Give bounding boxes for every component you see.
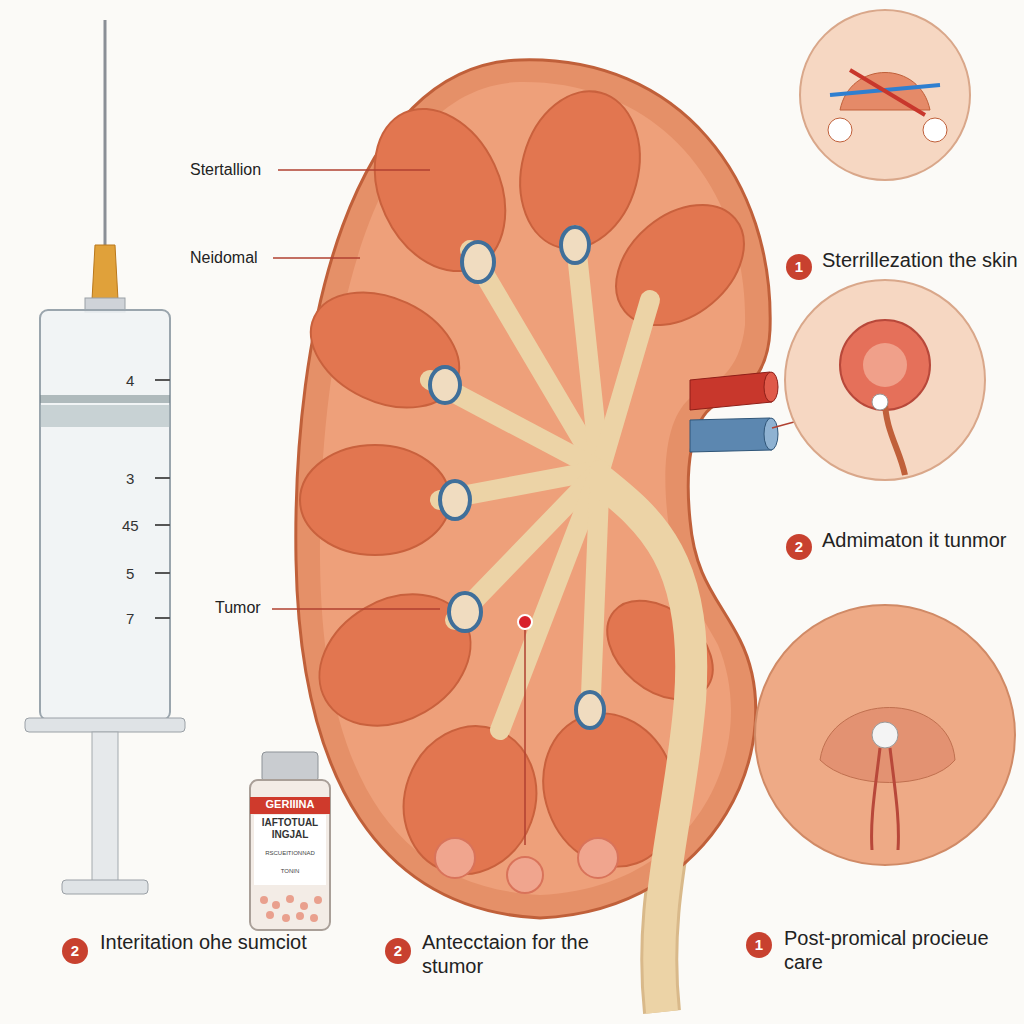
part-label: Neidomal — [190, 248, 280, 267]
kidney-outline — [296, 60, 770, 918]
inset-tumor — [785, 280, 985, 480]
inset-care — [755, 605, 1015, 865]
vial-granules — [260, 895, 322, 922]
vial-body — [250, 780, 330, 930]
callout-number: 2 — [385, 938, 411, 964]
tumor-dot — [518, 615, 532, 629]
step-text: Post-promical procieue care — [784, 926, 1014, 974]
callout-number: 2 — [786, 534, 812, 560]
plunger-thumb — [62, 880, 148, 894]
vial-band — [250, 797, 330, 814]
step-text: Admimaton it tunmor — [822, 528, 1018, 552]
needle — [104, 20, 107, 250]
scale-number: 4 — [126, 372, 154, 390]
part-label: Stertallion — [190, 160, 280, 179]
syringe-flange — [25, 718, 185, 732]
vial-label — [254, 815, 326, 885]
kidney — [292, 60, 778, 1012]
ureter — [600, 480, 691, 1012]
syringe — [25, 20, 185, 894]
vial-cap — [262, 752, 318, 782]
tumor-masses — [435, 838, 618, 893]
callout-number: 1 — [746, 932, 772, 958]
tick — [155, 524, 170, 526]
tick — [155, 617, 170, 619]
renal-artery — [690, 372, 772, 410]
step-text: Antecctaion for the stumor — [422, 930, 637, 978]
scale-number: 5 — [126, 565, 154, 583]
tick — [155, 379, 170, 381]
plunger-seal — [40, 405, 170, 427]
vial-text: RSCUEITIONNAD — [254, 850, 326, 857]
tick — [155, 477, 170, 479]
vial — [250, 752, 330, 930]
calyces — [430, 227, 604, 728]
tick — [155, 572, 170, 574]
needle-hub — [92, 245, 118, 300]
vein-end — [764, 418, 778, 450]
leader-lines — [272, 170, 838, 845]
vial-text: IAFTOTUAL INGJAL — [254, 817, 326, 841]
inset-sterilization — [800, 10, 970, 180]
scale-number: 3 — [126, 470, 154, 488]
renal-vein — [690, 418, 772, 452]
callout-number: 1 — [786, 254, 812, 280]
syringe-barrel — [40, 310, 170, 720]
vial-brand: GERIIINA — [252, 798, 328, 811]
callout-number: 2 — [62, 938, 88, 964]
scale-number: 45 — [122, 517, 154, 535]
vial-text: TONIN — [254, 868, 326, 875]
artery-end — [764, 372, 778, 402]
scale-number: 7 — [126, 610, 154, 628]
plunger-rod — [92, 732, 118, 882]
plunger-seal — [40, 395, 170, 403]
step-text: Sterrillezation the skin — [822, 248, 1018, 272]
step-text: Interitation ohe sumciot — [100, 930, 315, 954]
part-label: Tumor — [215, 598, 275, 617]
